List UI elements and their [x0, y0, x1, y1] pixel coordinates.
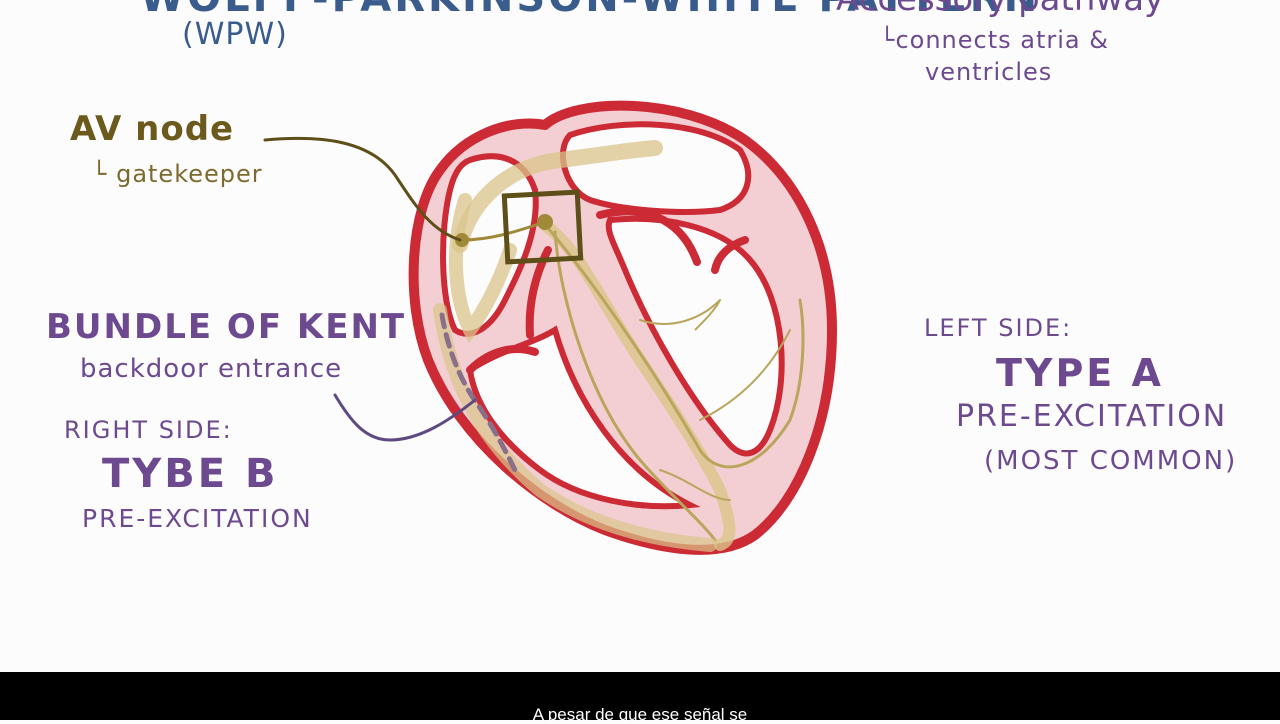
right-side-label: RIGHT SIDE: — [64, 416, 233, 444]
lower-wall-conduction-band — [433, 303, 717, 552]
kent-leader-line — [333, 393, 477, 442]
mitral-valve-flap-2 — [711, 236, 749, 274]
tricuspid-valve-flap — [466, 345, 539, 374]
heart-diagram — [263, 100, 837, 555]
type-a-label: TYPE A — [996, 351, 1164, 395]
subtitle-bar — [0, 672, 1280, 720]
diagram-title-abbr: (WPW) — [182, 17, 288, 52]
sa-av-connection — [461, 220, 546, 242]
type-a-most-common-note: (MOST COMMON) — [984, 446, 1238, 476]
right-bundle-branch — [553, 230, 717, 542]
right-ventricle — [466, 325, 701, 510]
internodal-pathway — [452, 140, 663, 253]
mitral-valve-flap — [596, 207, 701, 266]
accessory-pathway-heading: Accessory pathway — [836, 0, 1164, 16]
his-bundle — [539, 219, 736, 551]
type-a-pre-excitation: PRE-EXCITATION — [956, 399, 1228, 434]
type-b-label: TYBE B — [102, 451, 279, 497]
purkinje-fibers — [639, 299, 791, 501]
bundle-of-kent-label: BUNDLE OF KENT — [46, 307, 407, 347]
type-b-pre-excitation: PRE-EXCITATION — [82, 504, 313, 533]
purkinje-tip-left — [694, 299, 721, 331]
accessory-pathway-note-1: └connects atria & — [880, 26, 1109, 54]
av-node-leader-line — [263, 136, 462, 242]
diagram-title: WOLFF-PARKINSON-WHITE PATTERN — [140, 0, 1040, 18]
whiteboard-canvas: WOLFF-PARKINSON-WHITE PATTERN (WPW) Acce… — [46, 0, 1238, 555]
accessory-pathway-note-2: ventricles — [925, 58, 1053, 86]
bundle-of-kent-note: backdoor entrance — [80, 354, 343, 384]
left-atrium — [559, 121, 752, 215]
bundle-of-kent-pathway — [439, 312, 518, 473]
subtitle-caption: A pesar de que ese señal se — [532, 705, 748, 724]
av-node-highlight-box — [501, 189, 584, 265]
av-node-note: └ gatekeeper — [92, 160, 263, 188]
left-side-label: LEFT SIDE: — [924, 314, 1073, 342]
av-node-label: AV node — [70, 109, 235, 149]
left-bundle-branch — [546, 226, 805, 469]
